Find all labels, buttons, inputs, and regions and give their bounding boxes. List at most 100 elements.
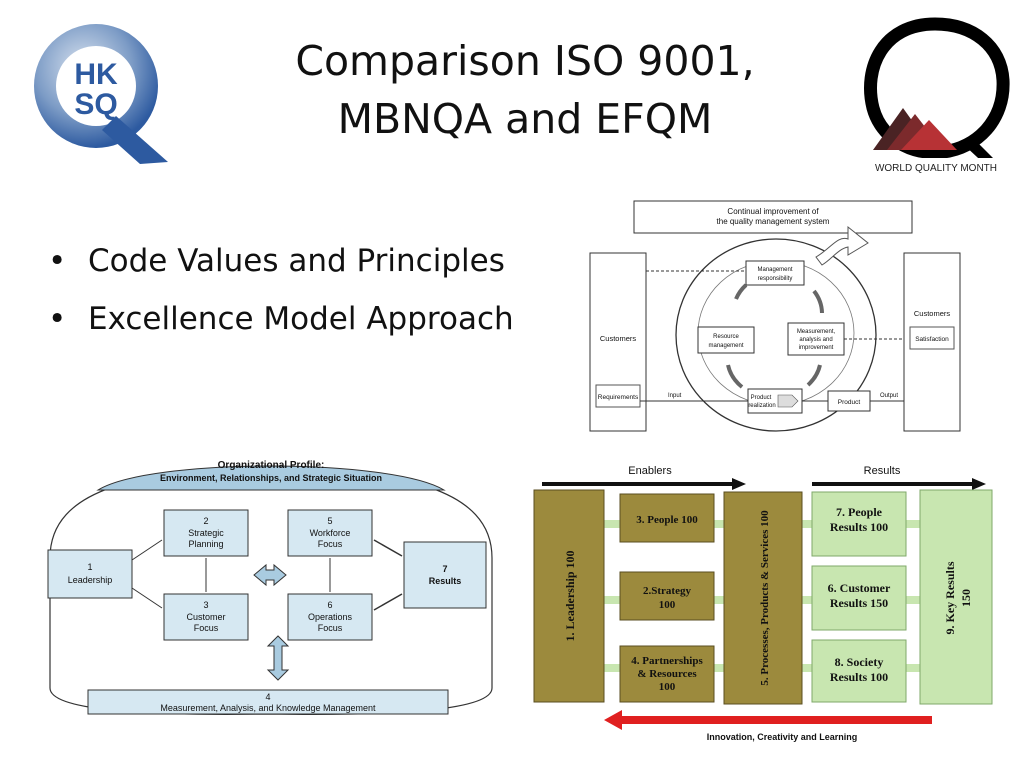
mbnqa-framework: Organizational Profile: Environment, Rel… <box>47 460 493 715</box>
connector-arrow <box>131 539 163 561</box>
results-box <box>403 541 487 609</box>
efqm-model: Enablers Results 1. Leadership 100 3. Pe… <box>533 465 993 742</box>
customer-focus-box <box>163 593 249 641</box>
partnerships-line2: & Resources <box>637 668 697 680</box>
workforce-focus-box <box>287 509 373 557</box>
output-label: Output <box>880 393 898 399</box>
people-block <box>619 493 715 543</box>
leadership-block <box>533 489 605 703</box>
leadership-box <box>47 549 133 599</box>
profile-subtitle: Environment, Relationships, and Strategi… <box>160 473 382 483</box>
double-arrow-horizontal-icon <box>253 563 287 587</box>
satisfaction-label: Satisfaction <box>915 336 949 343</box>
bullet-text: Excellence Model Approach <box>88 301 514 337</box>
processes-text: 5. Processes, Products & Services 100 <box>759 510 771 686</box>
product-realization-line2: realization <box>748 403 775 409</box>
operations-line2: Focus <box>318 623 343 633</box>
logo-center <box>56 46 136 126</box>
strategy-line2: 100 <box>659 599 676 611</box>
strategic-planning-box <box>163 509 249 557</box>
strategic-line1: Strategic <box>188 528 224 538</box>
partnerships-block <box>619 645 715 703</box>
resource-line2: management <box>708 343 743 349</box>
continual-improvement-line2: the quality management system <box>717 217 830 226</box>
innovation-arrow-icon <box>604 710 932 730</box>
leadership-label: Leadership <box>68 575 113 585</box>
strategic-line2: Planning <box>188 539 223 549</box>
enablers-arrow-icon <box>542 478 746 490</box>
management-line1: Management <box>757 267 792 273</box>
profile-banner <box>96 465 446 491</box>
peak-icon <box>901 120 957 150</box>
operations-line1: Operations <box>308 612 353 622</box>
resource-box <box>697 326 755 354</box>
connector-arrow <box>373 539 403 557</box>
requirements-box <box>595 384 641 408</box>
q-ring-icon <box>864 17 1010 160</box>
cycle-arrow-icon <box>806 364 822 387</box>
leadership-text: 1. Leadership 100 <box>563 550 577 641</box>
partnerships-line3: 100 <box>659 681 676 693</box>
continual-improvement-box <box>633 200 913 234</box>
operations-focus-box <box>287 593 373 641</box>
logo-text-sq: SQ <box>74 88 117 121</box>
realization-arrow-icon <box>777 394 799 408</box>
wqm-caption: WORLD QUALITY MONTH <box>875 163 997 174</box>
processes-block <box>723 491 803 705</box>
strategic-number: 2 <box>203 516 208 526</box>
operations-number: 6 <box>327 600 332 610</box>
logo-tail-icon <box>102 116 168 164</box>
measurement-line2: analysis and <box>799 337 832 343</box>
bullet-text: Code Values and Principles <box>88 243 505 279</box>
leadership-number: 1 <box>87 562 92 572</box>
workforce-line2: Focus <box>318 539 343 549</box>
partnerships-line1: 4. Partnerships <box>631 655 703 667</box>
measurement-line1: Measurement, <box>797 329 836 335</box>
strategy-line1: 2.Strategy <box>643 585 691 597</box>
connector-arrow <box>373 593 403 611</box>
workforce-line1: Workforce <box>310 528 351 538</box>
page-title: Comparison ISO 9001, MBNQA and EFQM <box>230 32 820 148</box>
customers-left-label: Customers <box>600 334 637 343</box>
logo-text-hk: HK <box>74 58 118 91</box>
connector-arrow <box>131 587 163 609</box>
people-text: 3. People 100 <box>636 514 698 526</box>
society-results-line1: 8. Society <box>835 655 884 669</box>
resource-line1: Resource <box>713 334 739 340</box>
results-header-label: Results <box>864 465 901 477</box>
product-realization-line1: Product <box>751 395 772 401</box>
satisfaction-box <box>909 326 955 350</box>
cycle-arrow-icon <box>812 289 824 314</box>
people-results-line1: 7. People <box>836 505 883 519</box>
people-results-block <box>811 491 907 557</box>
results-arrow-icon <box>812 478 986 490</box>
key-results-line1: 9. Key Results <box>943 561 957 634</box>
improvement-arrow-icon <box>815 225 869 266</box>
caption-bg <box>865 158 1007 174</box>
input-label: Input <box>668 393 682 399</box>
customers-right-label: Customers <box>914 309 951 318</box>
key-results-block <box>919 489 993 705</box>
customer-results-line1: 6. Customer <box>828 581 891 595</box>
bullet-item: •Code Values and Principles <box>48 243 505 279</box>
people-results-line2: Results 100 <box>830 520 888 534</box>
customer-number: 3 <box>203 600 208 610</box>
profile-title: Organizational Profile: <box>218 460 325 471</box>
management-line2: responsibility <box>758 276 793 282</box>
measurement-bar <box>87 689 449 715</box>
continual-improvement-line1: Continual improvement of <box>727 207 819 216</box>
bullet-list: •Code Values and Principles •Excellence … <box>48 238 514 354</box>
results-number: 7 <box>442 564 447 574</box>
strategy-block <box>619 571 715 621</box>
management-box <box>745 260 805 286</box>
requirements-label: Requirements <box>598 394 639 401</box>
society-results-line2: Results 100 <box>830 670 888 684</box>
measurement-label: Measurement, Analysis, and Knowledge Man… <box>160 703 376 713</box>
customer-results-block <box>811 565 907 631</box>
enablers-label: Enablers <box>628 465 672 477</box>
cycle-arrow-icon <box>734 283 748 300</box>
customer-results-line2: Results 150 <box>830 596 888 610</box>
key-results-line2: 150 <box>959 589 973 607</box>
product-label: Product <box>838 399 861 406</box>
measurement-line3: improvement <box>799 345 834 351</box>
